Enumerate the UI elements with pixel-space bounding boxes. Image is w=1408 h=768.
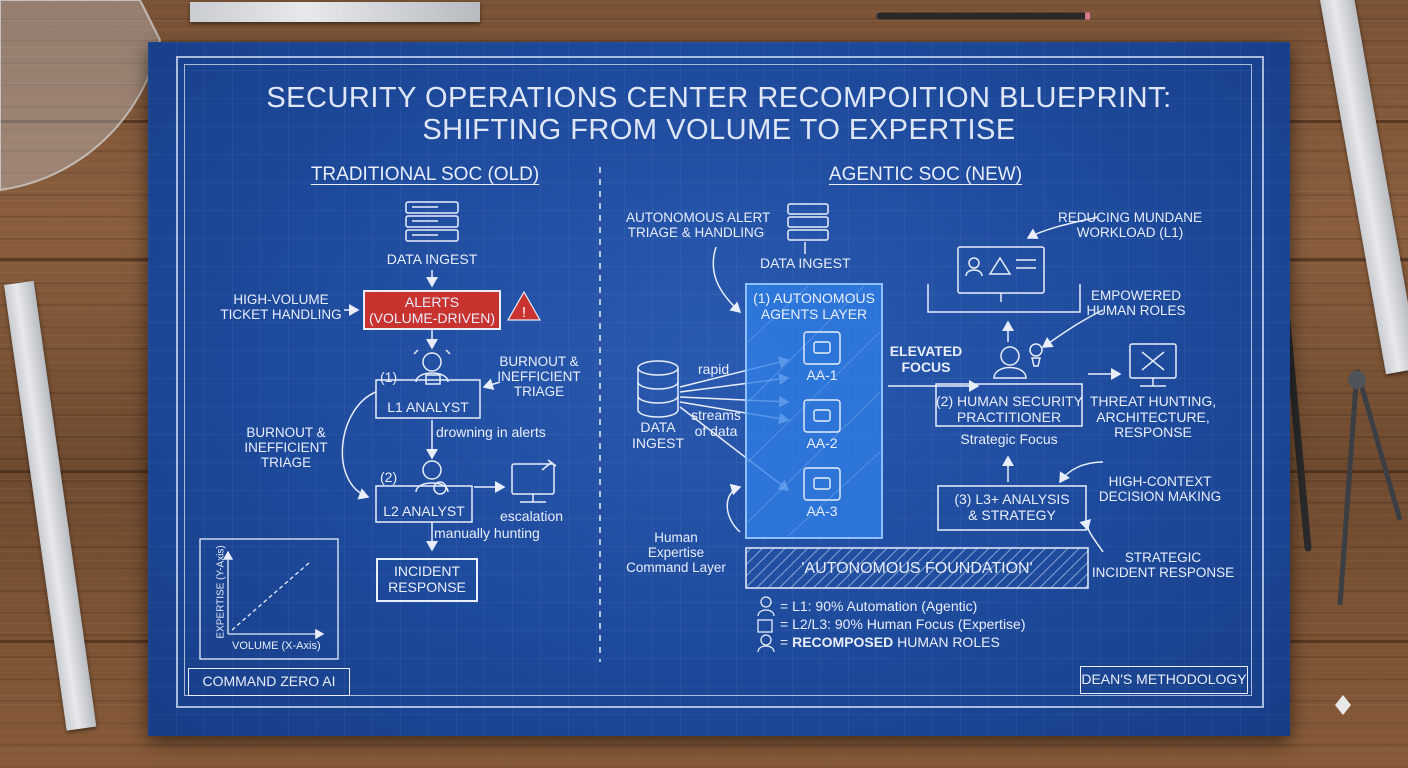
legend-l1: = L1: 90% Automation (Agentic) [780,598,978,614]
title-line-2: SHIFTING FROM VOLUME TO EXPERTISE [422,114,1016,147]
drowning-label: drowning in alerts [436,424,546,440]
blueprint-sheet: SECURITY OPERATIONS CENTER RECOMPOITION … [148,42,1290,736]
burnout-right-3: TRIAGE [513,384,565,400]
trad-data-ingest: DATA INGEST [386,251,478,267]
elevated-2: FOCUS [901,358,951,375]
agents-layer-2: AGENTS LAYER [760,305,868,322]
chart-x-label: VOLUME (X-Axis) [232,640,321,652]
burnout-right-2: INEFFICIENT [497,369,581,385]
title-line-1: SECURITY OPERATIONS CENTER RECOMPOITION … [266,82,1172,114]
burnout-left-3: TRIAGE [260,455,312,471]
reducing-1: REDUCING MUNDANE [1057,210,1202,225]
reducing-label: REDUCING MUNDANE WORKLOAD (L1) [1048,210,1212,240]
legend-eq: = [780,634,793,650]
footer-left: COMMAND ZERO AI [202,673,336,689]
l3-label: (3) L3+ ANALYSIS & STRATEGY [938,491,1086,523]
human-expertise-label: Human Expertise Command Layer [614,530,738,575]
streams-2: of data [694,422,738,439]
l1-number: (1) [380,369,398,385]
human-exp-3: Command Layer [626,560,726,576]
practitioner-label: (2) HUMAN SECURITY PRACTITIONER [936,393,1084,425]
streams-1: streams [691,407,741,423]
l3-1: (3) L3+ ANALYSIS [954,491,1070,507]
traditional-heading: TRADITIONAL SOC (OLD) [310,164,540,185]
threat-3: RESPONSE [1114,424,1192,441]
practitioner-1: (2) HUMAN SECURITY [936,393,1084,409]
agent-aa-3: AA-3 [806,503,838,519]
chart-y-label: EXPERTISE (Y-Axis) [215,545,227,639]
high-volume-line1: HIGH-VOLUME [233,292,329,307]
threat-2: ARCHITECTURE, [1096,408,1210,425]
incident-line1: INCIDENT [393,563,461,579]
incident-line2: RESPONSE [388,579,466,595]
practitioner-2: PRACTITIONER [956,408,1062,425]
legend-bold: RECOMPOSED [792,634,894,650]
legend-l2l3: = L2/L3: 90% Human Focus (Expertise) [780,616,1026,632]
page-title: SECURITY OPERATIONS CENTER RECOMPOITION … [148,82,1290,147]
high-context-label: HIGH-CONTEXT DECISION MAKING [1094,474,1226,504]
agents-layer-1: (1) AUTONOMOUS [753,290,875,306]
data-ingest-left-2: INGEST [631,434,685,451]
elevated-1: ELEVATED [889,343,963,359]
footer-right-box: DEAN'S METHODOLOGY [1080,666,1248,694]
threat-hunting-label: THREAT HUNTING, ARCHITECTURE, RESPONSE [1088,393,1218,441]
burnout-left-2: INEFFICIENT [244,440,328,456]
agentic-data-ingest-left: DATA INGEST [630,419,686,451]
alerts-box: ALERTS (VOLUME-DRIVEN) [363,290,501,330]
data-ingest-left-1: DATA [640,419,676,435]
burnout-left-1: BURNOUT & [246,425,326,440]
threat-1: THREAT HUNTING, [1089,393,1217,409]
human-exp-2: Expertise [647,545,705,561]
alerts-sub: (VOLUME-DRIVEN) [368,310,495,326]
agents-layer-title: (1) AUTONOMOUS AGENTS LAYER [746,290,882,322]
empowered-2: HUMAN ROLES [1086,303,1186,319]
foundation-label: 'AUTONOMOUS FOUNDATION' [801,560,1033,577]
footer-left-box: COMMAND ZERO AI [188,668,350,696]
burnout-right: BURNOUT & INEFFICIENT TRIAGE [496,354,582,399]
top-ruler [190,2,480,22]
inner-frame [184,64,1252,696]
outer-frame [176,56,1264,708]
empowered-1: EMPOWERED [1090,288,1181,303]
escalation-label: escalation [500,508,564,524]
footer-right: DEAN'S METHODOLOGY [1081,671,1247,687]
strategic-ir-1: STRATEGIC [1124,550,1202,565]
agent-aa-2: AA-2 [806,435,838,451]
diagram-lines [199,167,1122,662]
auto-alert-2: TRIAGE & HANDLING [627,225,765,241]
reducing-2: WORKLOAD (L1) [1076,225,1184,241]
l1-analyst-label: L1 ANALYST [387,399,469,415]
strategic-focus: Strategic Focus [960,431,1058,447]
auto-alert-1: AUTONOMOUS ALERT [626,210,771,225]
high-volume-line2: TICKET HANDLING [220,307,342,323]
l2-analyst-label: L2 ANALYST [383,503,465,519]
manually-hunting-label: manually hunting [434,525,540,541]
strategic-ir-label: STRATEGIC INCIDENT RESPONSE [1088,550,1238,580]
high-context-1: HIGH-CONTEXT [1108,474,1212,489]
strategic-ir-2: INCIDENT RESPONSE [1091,565,1235,581]
streams-label: streams of data [688,407,744,439]
elevated-focus: ELEVATED FOCUS [888,343,964,375]
human-exp-1: Human [654,530,698,545]
l2-number: (2) [380,469,398,485]
agentic-heading: AGENTIC SOC (NEW) [828,164,1023,185]
empowered-label: EMPOWERED HUMAN ROLES [1084,288,1188,318]
agentic-data-ingest: DATA INGEST [760,255,851,271]
burnout-left: BURNOUT & INEFFICIENT TRIAGE [238,425,334,470]
alerts-label: ALERTS [404,294,460,310]
high-volume-label: HIGH-VOLUME TICKET HANDLING [218,292,344,322]
rapid-label: rapid [698,361,730,377]
burnout-right-1: BURNOUT & [499,354,579,369]
legend-recomposed: = RECOMPOSED HUMAN ROLES [780,634,1000,651]
agent-aa-1: AA-1 [806,367,838,383]
l3-2: & STRATEGY [968,506,1056,523]
auto-alert-label: AUTONOMOUS ALERT TRIAGE & HANDLING [626,210,771,241]
legend-tail: HUMAN ROLES [893,634,1000,650]
high-context-2: DECISION MAKING [1098,489,1222,505]
incident-response-box: INCIDENT RESPONSE [376,558,478,602]
